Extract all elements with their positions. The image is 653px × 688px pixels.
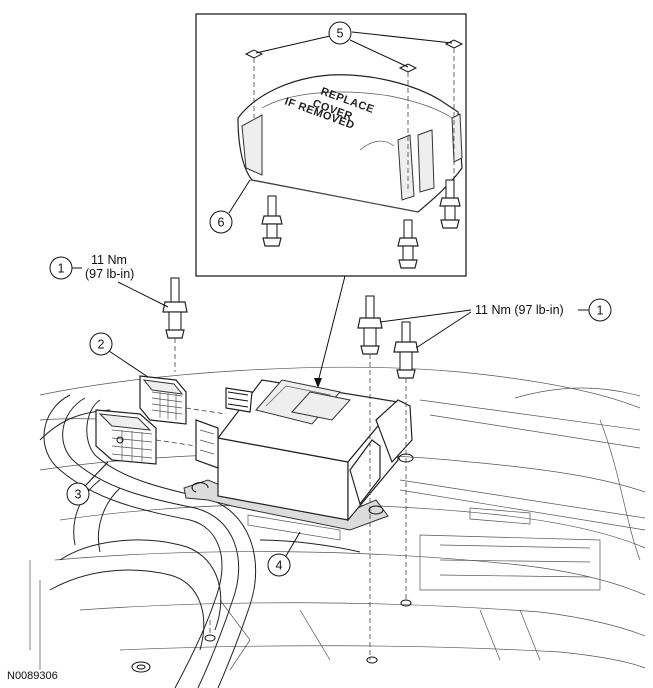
callout-6: 6 xyxy=(209,179,251,234)
callout-4-number: 4 xyxy=(276,559,283,573)
callout-4: 4 xyxy=(267,531,301,577)
module-cover xyxy=(237,74,463,213)
callout-1-left: 1 11 Nm (97 lb-in) xyxy=(49,253,169,308)
callout-1-right-torque: 11 Nm (97 lb-in) xyxy=(475,303,564,317)
stud-left xyxy=(261,195,283,247)
callout-1-left-number: 1 xyxy=(58,262,65,276)
callout-1-left-torque-alt: (97 lb-in) xyxy=(85,267,134,281)
callout-5-number: 5 xyxy=(337,27,344,41)
callout-3-number: 3 xyxy=(75,488,82,502)
detail-leader xyxy=(314,275,346,388)
callout-2-number: 2 xyxy=(98,338,105,352)
figure-id: N0089306 xyxy=(7,670,58,682)
module-stud-right-1 xyxy=(357,295,383,664)
floor-hole xyxy=(131,620,216,673)
stud-right xyxy=(439,179,461,229)
callout-1-right: 11 Nm (97 lb-in) 1 xyxy=(379,298,612,349)
callout-5: 5 xyxy=(255,21,453,68)
connector-upper xyxy=(139,375,187,425)
cover-screws xyxy=(244,39,464,190)
module-stud-left xyxy=(162,277,188,372)
callout-1-left-torque: 11 Nm xyxy=(91,253,127,267)
callout-3: 3 xyxy=(66,461,109,506)
module-stud-right-2 xyxy=(393,321,419,607)
callout-2: 2 xyxy=(89,332,149,378)
connector-lower xyxy=(95,409,157,465)
stud-center xyxy=(397,219,419,269)
callout-1-right-number: 1 xyxy=(597,304,604,318)
restraints-control-module xyxy=(183,379,414,541)
callout-6-number: 6 xyxy=(218,216,225,230)
electrical-connectors xyxy=(95,375,227,465)
cover-studs xyxy=(261,179,461,269)
